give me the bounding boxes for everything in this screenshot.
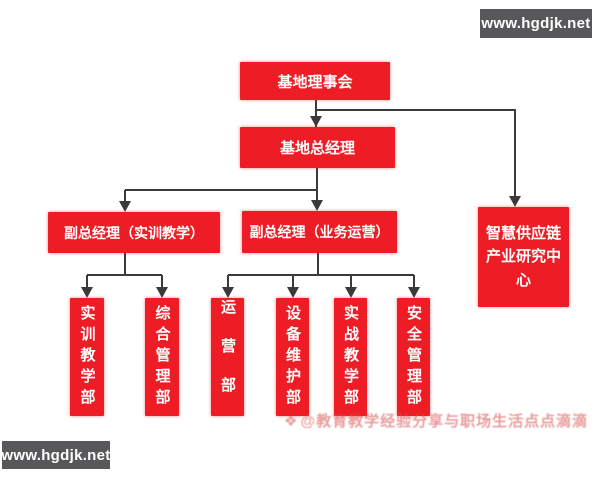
watermark-center-text: @教育教学经验分享与职场生活点点滴滴	[300, 413, 589, 430]
org-box-deputy-operations: 副总经理（业务运营）	[242, 211, 397, 253]
watermark-top-right: www.hgdjk.net	[480, 9, 592, 38]
watermark-logo-icon: ❖	[284, 413, 299, 430]
org-box-deputy-training: 副总经理（实训教学）	[48, 212, 220, 253]
watermark-bottom-left: www.hgdjk.net	[1, 441, 110, 469]
org-box-dept-combat-teaching: 实战教学部	[334, 298, 367, 416]
org-box-base-council: 基地理事会	[240, 62, 390, 100]
org-box-dept-equipment-maintenance: 设备维护部	[276, 298, 309, 416]
org-box-general-manager: 基地总经理	[240, 127, 395, 168]
org-box-research-center: 智慧供应链产业研究中心	[478, 207, 569, 307]
org-box-dept-practical-training: 实训教学部	[70, 298, 104, 416]
org-box-dept-operations: 运营部	[211, 298, 244, 416]
org-box-dept-safety-management: 安全管理部	[397, 298, 430, 416]
watermark-center-bottom: ❖@教育教学经验分享与职场生活点点滴滴	[284, 410, 588, 431]
arrow-down-icons	[81, 116, 521, 298]
org-box-dept-general-admin: 综合管理部	[145, 298, 179, 416]
